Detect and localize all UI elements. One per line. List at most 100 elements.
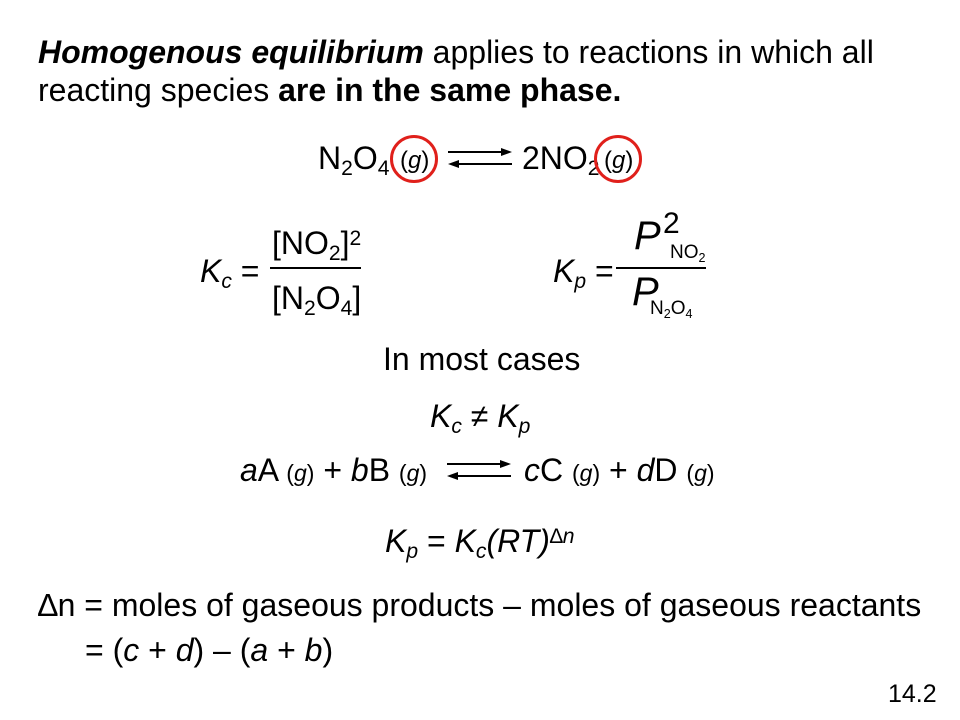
intro-line-2-part: are in the same phase. <box>278 72 622 108</box>
kp-kc-relation-part: K <box>385 523 407 559</box>
kc-numerator-part: [NO <box>272 225 329 261</box>
kp-numerator-subscript: NO2 <box>670 242 706 265</box>
general-reaction-products-part: c <box>524 452 540 488</box>
reactant-formula-part: 4 <box>377 156 390 180</box>
reactant-phase-label-part: ( <box>400 147 408 174</box>
product-phase-label: (g) <box>604 149 633 173</box>
delta-n-definition-part: ∆n = moles of gaseous products – moles o… <box>38 587 922 623</box>
reactant-formula-part: 2 <box>341 156 353 180</box>
kp-label-part: K <box>553 253 575 289</box>
delta-n-expression-part: ) – ( <box>193 632 251 668</box>
general-reaction-reactants-part: a <box>240 452 258 488</box>
general-reaction-products-part: ( <box>686 460 695 486</box>
reverse-arrow-head <box>448 160 459 168</box>
general-reaction-reactants-part: ( <box>286 460 294 486</box>
reverse-arrow-head <box>447 472 458 480</box>
kc-denominator: [N2O4] <box>272 280 362 319</box>
kc-numerator-part: ] <box>340 225 350 261</box>
equilibrium-arrows <box>448 148 512 168</box>
general-equilibrium-arrows <box>447 460 511 480</box>
general-reaction-reactants-part: + <box>314 452 351 488</box>
delta-n-expression: = (c + d) – (a + b) <box>85 634 333 666</box>
product-formula-part: 2NO <box>522 140 588 176</box>
kp-kc-relation-part: ∆ <box>549 524 563 548</box>
general-reaction-reactants-part: B <box>368 452 399 488</box>
kc-kp-inequality-part: K <box>430 398 452 434</box>
kc-fraction-bar <box>270 267 361 269</box>
kp-denominator-subscript-part: 2 <box>663 306 671 321</box>
general-reaction-products-part: + <box>600 452 637 488</box>
kp-numerator-exponent: 2 <box>663 207 680 240</box>
general-reaction-reactants-part: b <box>350 452 369 488</box>
general-reaction-reactants-part: ( <box>398 460 407 486</box>
kc-numerator-part: 2 <box>349 226 362 250</box>
general-reaction-products-part: C <box>540 452 572 488</box>
kp-kc-relation-part: (RT) <box>486 523 550 559</box>
general-reaction-products-part: d <box>636 452 655 488</box>
reactant-phase-label-part: ) <box>421 147 430 174</box>
intro-line-1: Homogenous equilibrium applies to reacti… <box>38 36 874 68</box>
delta-n-expression-part: a <box>250 632 269 668</box>
delta-n-expression-part: + <box>268 632 305 668</box>
kp-numerator-subscript-part: NO <box>670 242 699 263</box>
general-reaction-products-part: ) <box>706 460 715 486</box>
delta-n-expression-part: = ( <box>85 632 124 668</box>
product-phase-label-part: g <box>612 147 626 174</box>
kc-kp-inequality-part: p <box>518 414 531 438</box>
forward-arrow-head <box>500 460 511 468</box>
kc-label-part: c <box>221 269 232 293</box>
kc-label-part: K <box>200 253 222 289</box>
intro-line-2: reacting species are in the same phase. <box>38 74 621 106</box>
reactant-phase-highlight-circle <box>390 135 438 183</box>
kp-kc-relation-part: c <box>475 539 487 563</box>
kp-denominator-subscript-part: 4 <box>685 306 693 321</box>
highlight-circle-shape <box>390 135 438 183</box>
kp-kc-relation: Kp = Kc(RT)∆n <box>385 523 575 562</box>
general-reaction-reactants: aA (g) + bB (g) <box>240 454 427 486</box>
highlight-circle-shape <box>594 135 642 183</box>
kp-fraction-bar <box>616 267 706 269</box>
kc-denominator-part: 2 <box>304 296 316 320</box>
delta-n-expression-part: ) <box>322 632 334 668</box>
kp-numerator-subscript-part: 2 <box>698 250 706 265</box>
kc-kp-inequality-part: ≠ <box>461 398 498 434</box>
kc-kp-inequality-part: c <box>451 414 462 438</box>
intro-line-1-part: applies to reactions in which all <box>423 34 874 70</box>
product-phase-label-part: ) <box>625 147 634 174</box>
kp-kc-relation-part: p <box>406 539 419 563</box>
product-phase-label-part: ( <box>604 147 612 174</box>
kc-denominator-part: 4 <box>340 296 353 320</box>
kc-label: Kc = <box>200 253 259 292</box>
kc-numerator-part: 2 <box>328 241 341 265</box>
kp-label-part: p <box>574 269 587 293</box>
product-formula-part: 2 <box>587 156 600 180</box>
kp-kc-relation-part: n <box>562 524 575 548</box>
general-reaction-products: cC (g) + dD (g) <box>524 454 715 486</box>
forward-arrow-head <box>501 148 512 156</box>
delta-n-expression-part: b <box>304 632 323 668</box>
general-reaction-products-part: D <box>654 452 687 488</box>
delta-n-definition: ∆n = moles of gaseous products – moles o… <box>38 589 921 621</box>
general-reaction-products-part: g <box>694 460 707 486</box>
delta-n-expression-part: + <box>139 632 176 668</box>
reactant-formula: N2O4 <box>318 140 390 179</box>
kc-kp-inequality: Kc ≠ Kp <box>430 398 530 437</box>
general-reaction-reactants-part: A <box>257 452 287 488</box>
kp-label-part: = <box>586 253 614 289</box>
delta-n-expression-part: c <box>123 632 140 668</box>
kp-numerator-pressure-symbol: P <box>634 214 661 258</box>
reactant-formula-part: N <box>318 140 342 176</box>
kp-label: Kp = <box>553 253 614 292</box>
product-formula: 2NO2 <box>522 140 600 179</box>
general-reaction-reactants-part: g <box>293 460 307 486</box>
kc-numerator: [NO2]2 <box>272 225 362 264</box>
kp-denominator-subscript-part: O <box>670 298 686 319</box>
intro-line-1-part: Homogenous equilibrium <box>38 34 424 70</box>
kp-denominator-subscript: N2O4 <box>650 298 693 321</box>
reactant-phase-label: (g) <box>400 149 429 173</box>
kc-denominator-part: ] <box>352 280 362 316</box>
general-reaction-products-part: ( <box>572 460 580 486</box>
kp-denominator-pressure-symbol: P <box>632 270 659 314</box>
general-reaction-reactants-part: g <box>406 460 420 486</box>
